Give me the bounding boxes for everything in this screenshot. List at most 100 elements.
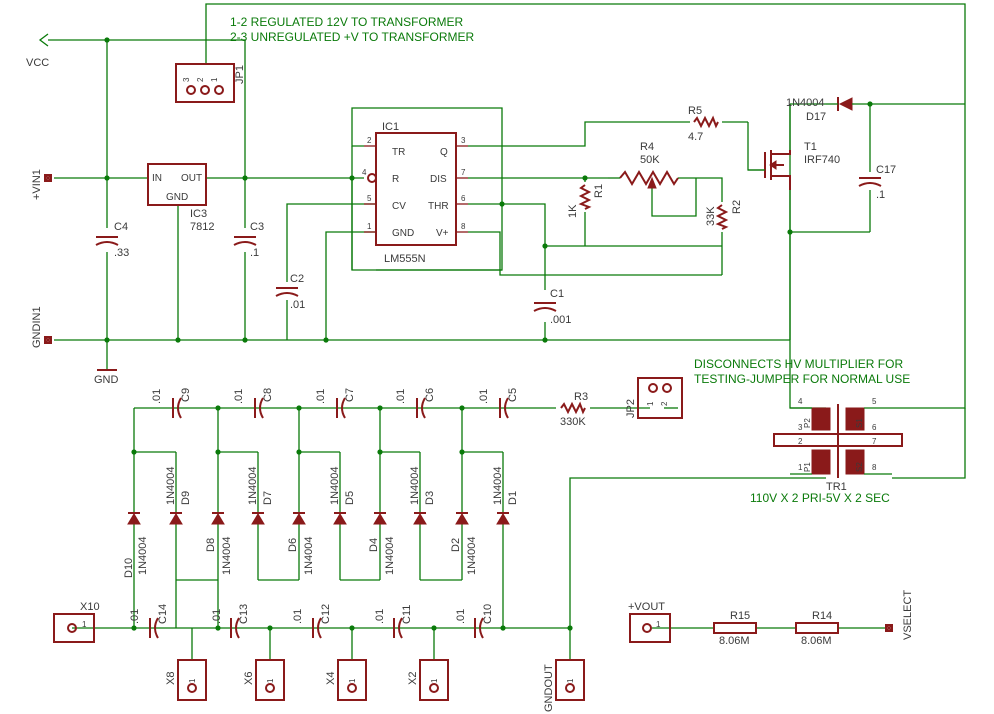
connector-x4[interactable] [337, 659, 367, 701]
x10-label: X10 [80, 601, 100, 613]
ic1-pinnum-6: 6 [461, 194, 466, 203]
d17-part: 1N4004 [786, 97, 825, 109]
ic1-pin-cv: CV [392, 201, 406, 212]
c2-capacitor[interactable] [275, 287, 299, 297]
d1-label: D1 [507, 491, 519, 505]
vin-pad[interactable] [44, 174, 52, 182]
r14-resistor[interactable] [795, 622, 839, 634]
d7-diode[interactable] [251, 512, 265, 525]
ic1-pin-q: Q [440, 147, 448, 158]
jp2-note-2: TESTING-JUMPER FOR NORMAL USE [694, 372, 910, 386]
r5-resistor[interactable] [693, 117, 719, 127]
d6-label: D6 [287, 538, 299, 552]
c8-value: .01 [233, 389, 245, 404]
connector-x6[interactable] [255, 659, 285, 701]
r3-resistor[interactable] [560, 403, 586, 413]
ic1-pinnum-2: 2 [367, 136, 372, 145]
t1-mosfet[interactable] [748, 150, 791, 190]
c4-capacitor[interactable] [95, 236, 119, 246]
d2-diode[interactable] [455, 512, 469, 525]
c17-capacitor[interactable] [858, 177, 882, 187]
d1-diode[interactable] [496, 512, 510, 525]
t1-label: T1 [804, 141, 817, 153]
c3-capacitor[interactable] [233, 236, 257, 246]
d17-diode[interactable] [826, 97, 854, 111]
c2-label: C2 [290, 273, 304, 285]
c12-value: .01 [292, 609, 304, 624]
ic1-pin-thr: THR [428, 201, 449, 212]
connector-gndout[interactable] [555, 659, 585, 701]
x6-label: X6 [243, 672, 255, 685]
d3-diode[interactable] [413, 512, 427, 525]
r5-label: R5 [688, 105, 702, 117]
c6-value: .01 [395, 389, 407, 404]
c9-label: C9 [180, 388, 192, 402]
d2-label: D2 [450, 538, 462, 552]
r2-resistor[interactable] [717, 204, 727, 230]
connector-x10[interactable] [53, 613, 95, 643]
c11-label: C11 [401, 605, 413, 624]
junctions [104, 37, 873, 631]
d6-diode[interactable] [292, 512, 306, 525]
jp1-pin-1: 1 [210, 77, 219, 82]
c3-value: .1 [250, 247, 259, 259]
ic3-label: IC3 [190, 208, 207, 220]
vselect-label: VSELECT [902, 590, 914, 640]
ic1-part: LM555N [384, 253, 426, 265]
d7-part: 1N4004 [247, 466, 259, 505]
c10-label: C10 [482, 604, 494, 624]
jp2-jumper[interactable] [637, 377, 683, 419]
r3-value: 330K [560, 416, 586, 428]
x8-label: X8 [165, 672, 177, 685]
r15-resistor[interactable] [713, 622, 757, 634]
d10-diode[interactable] [127, 512, 141, 525]
jp2-pin-1: 1 [646, 401, 655, 406]
d5-diode[interactable] [333, 512, 347, 525]
r14-label: R14 [812, 610, 832, 622]
ic3-regulator[interactable] [147, 163, 207, 206]
d8-diode[interactable] [211, 512, 225, 525]
d10-label: D10 [123, 558, 135, 578]
tr1-label: TR1 [826, 481, 847, 493]
ic1-pinnum-3: 3 [461, 136, 466, 145]
ic1-pinnum-4: 4 [362, 168, 367, 177]
connector-vout[interactable] [629, 613, 671, 643]
ic1-pinnum-1: 1 [367, 222, 372, 231]
jp1-jumper[interactable] [175, 63, 235, 103]
d8-label: D8 [205, 538, 217, 552]
ic1-pinnum-7: 7 [461, 168, 466, 177]
tr1-transformer[interactable] [773, 404, 903, 478]
c6-label: C6 [424, 388, 436, 402]
vcc-label: VCC [26, 57, 49, 69]
r4-value: 50K [640, 154, 660, 166]
tr1-winding-p1: P1 [803, 462, 812, 472]
ic1-timer[interactable] [364, 132, 468, 246]
ic3-gnd-pin: GND [166, 192, 188, 203]
c14-label: C14 [157, 604, 169, 624]
tr1-pin-7: 7 [872, 437, 877, 446]
vselect-pad[interactable] [885, 624, 893, 632]
tr1-pin-8: 8 [872, 463, 877, 472]
ic1-pin-r: R [392, 174, 399, 185]
jp1-pin-2: 2 [196, 77, 205, 82]
r1-resistor[interactable] [580, 184, 590, 210]
d4-diode[interactable] [373, 512, 387, 525]
r1-label: R1 [593, 184, 605, 198]
r2-value: 33K [705, 206, 717, 226]
jp2-pin-2: 2 [660, 401, 669, 406]
d9-diode[interactable] [169, 512, 183, 525]
d4-label: D4 [368, 538, 380, 552]
tr1-pin-2: 2 [798, 437, 803, 446]
connector-x2[interactable] [419, 659, 449, 701]
r4-potentiometer[interactable] [608, 170, 679, 189]
d9-part: 1N4004 [165, 466, 177, 505]
c12-label: C12 [320, 604, 332, 624]
wires [48, 3, 966, 660]
vout-label: +VOUT [628, 601, 665, 613]
c5-value: .01 [478, 389, 490, 404]
c1-capacitor[interactable] [533, 302, 557, 312]
c14-value: .01 [129, 609, 141, 624]
gndin-pad[interactable] [44, 336, 52, 344]
connector-x8[interactable] [177, 659, 207, 701]
